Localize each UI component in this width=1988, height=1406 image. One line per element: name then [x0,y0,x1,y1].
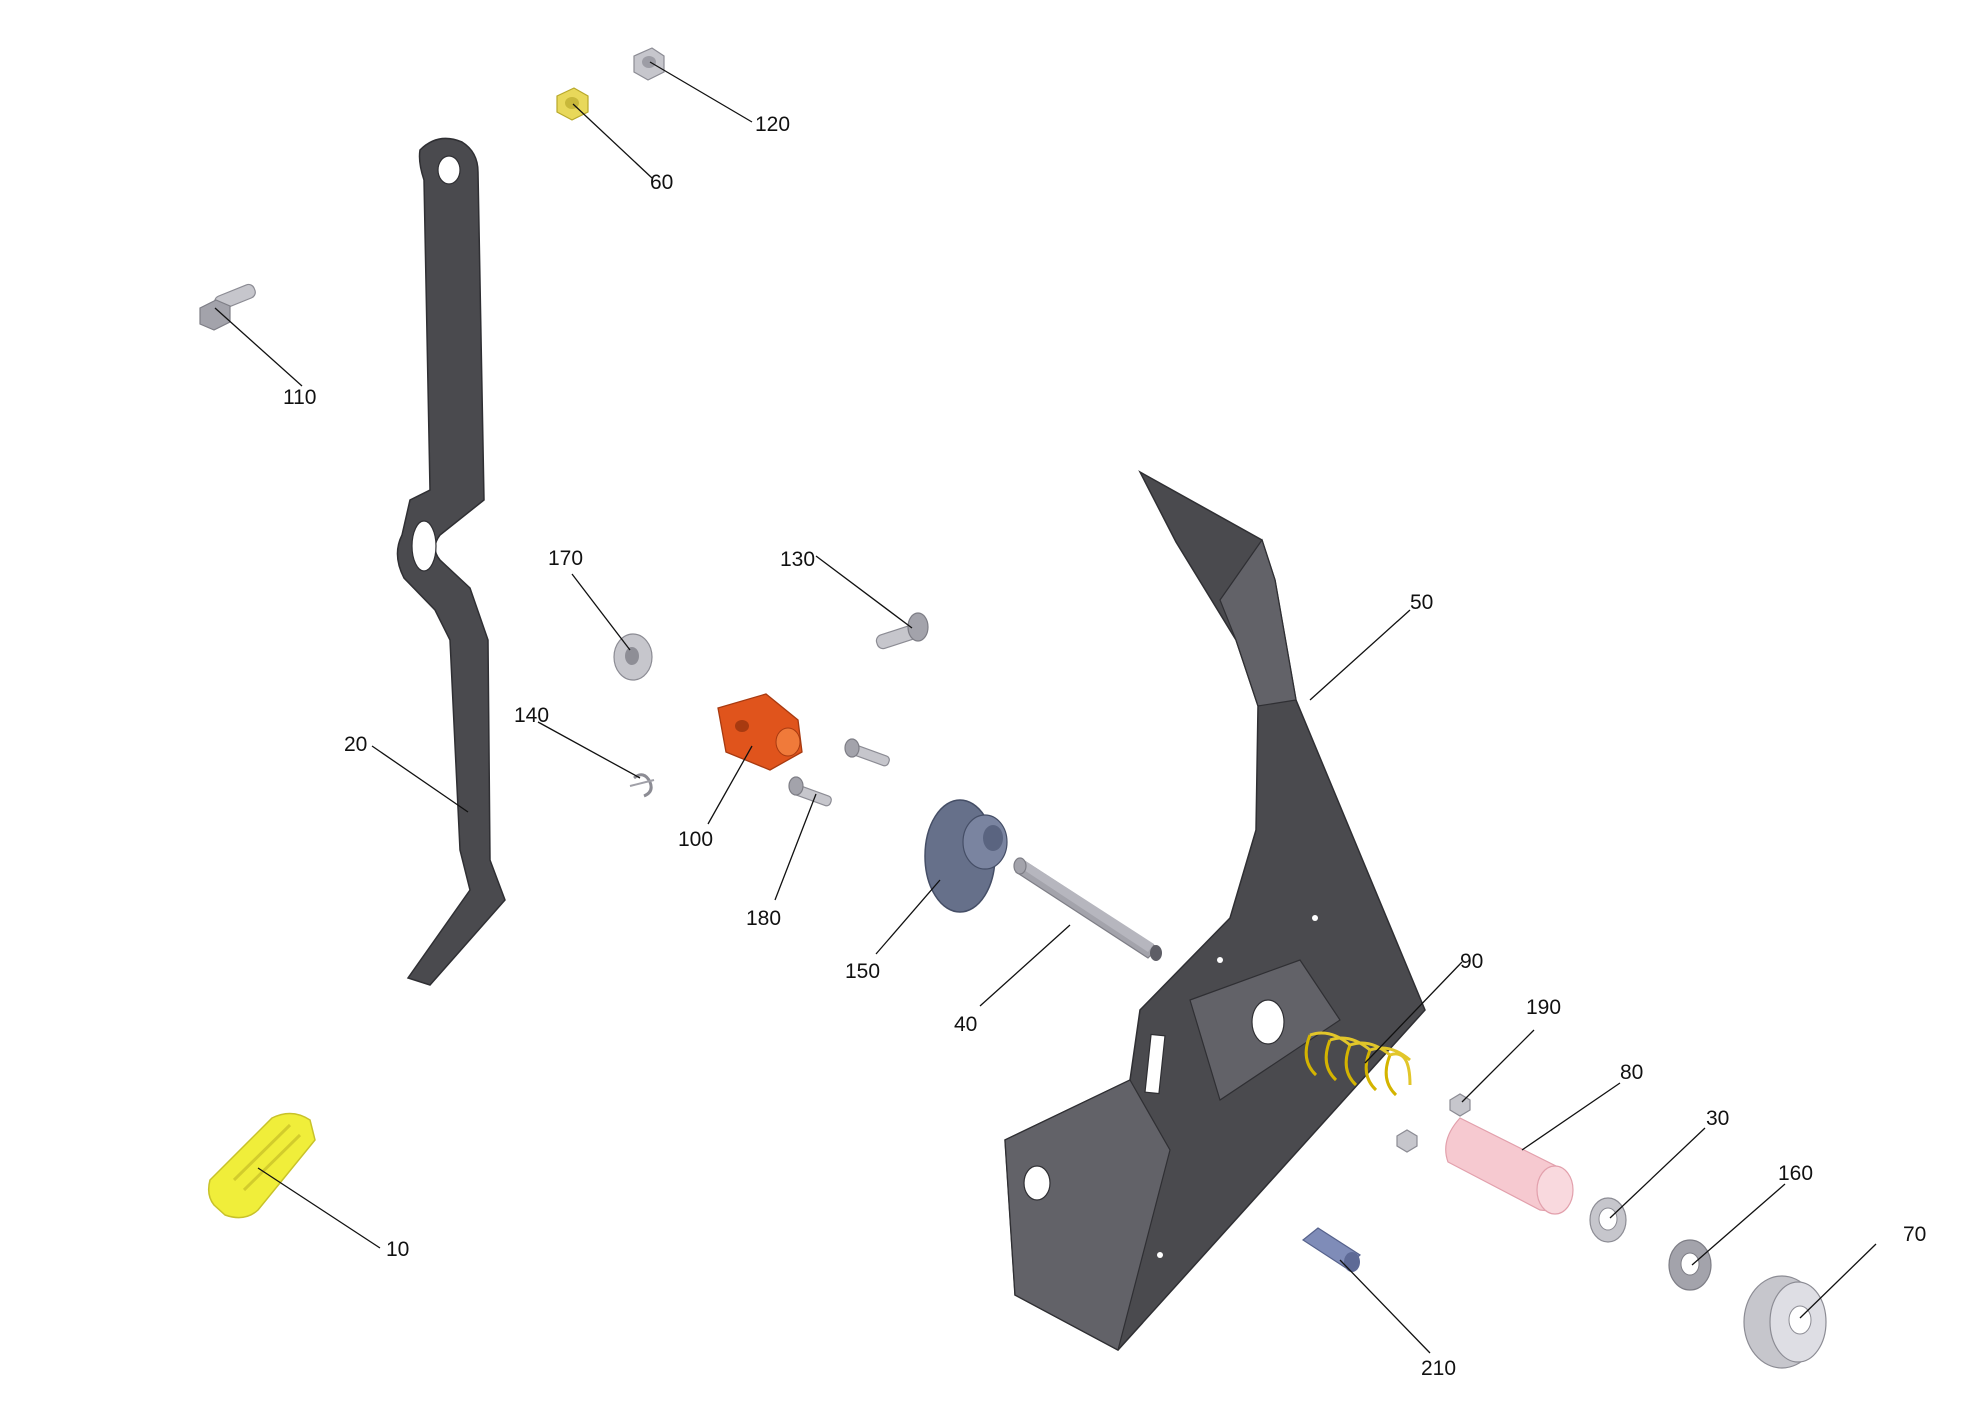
callout-60: 60 [650,171,673,194]
leader-180 [774,793,817,901]
part-130-bolt [875,612,929,650]
callout-80: 80 [1620,1061,1643,1084]
part-60-flange-nut [556,87,589,121]
callout-90: 90 [1460,950,1483,973]
callout-130: 130 [780,548,815,571]
callout-10: 10 [386,1238,409,1261]
callout-30: 30 [1706,1107,1729,1130]
leader-160 [1691,1183,1786,1266]
callout-labels: 120 60 110 170 130 50 140 20 100 180 150… [283,113,1926,1380]
leader-20 [371,745,469,813]
part-180-pin [788,776,832,807]
leader-lines [214,61,1877,1354]
part-170-bushing [613,633,653,681]
leader-100 [707,745,753,825]
callout-110: 110 [283,386,316,409]
part-50-frame [1004,470,1426,1351]
callout-140: 140 [514,704,549,727]
part-140-spring-clip [629,773,655,798]
leader-30 [1609,1127,1706,1219]
leader-170 [571,573,631,651]
part-110-bolt [199,283,256,331]
leader-150 [875,879,941,955]
leader-80 [1521,1082,1621,1151]
callout-180: 180 [746,907,781,930]
part-70-roller [1743,1275,1827,1369]
part-small-nut-lower [1396,1129,1418,1153]
part-150-flange-hub [924,799,1008,913]
callout-20: 20 [344,733,367,756]
part-40-shaft [1013,857,1162,961]
callout-170: 170 [548,547,583,570]
part-90-spring [1304,1031,1412,1097]
callout-210: 210 [1421,1357,1456,1380]
leader-50 [1309,609,1411,701]
callout-150: 150 [845,960,880,983]
callout-120: 120 [755,113,790,136]
callout-50: 50 [1410,591,1433,614]
leader-60 [572,103,653,179]
part-80-bushing [1445,1117,1574,1215]
part-100-clevis [717,693,803,771]
part-30-washer [1589,1197,1627,1243]
leader-40 [979,924,1071,1007]
callout-160: 160 [1778,1162,1813,1185]
part-10-pedal-pad [207,1112,316,1219]
leader-90 [1364,961,1463,1064]
part-120-nut [633,47,665,81]
part-pin-upper [844,738,890,767]
callout-190: 190 [1526,996,1561,1019]
leader-70 [1799,1243,1877,1319]
leader-130 [815,555,913,629]
part-210-sleeve [1301,1227,1361,1272]
leader-210 [1339,1259,1431,1354]
leader-120 [649,61,753,123]
leader-10 [257,1167,381,1249]
part-160-washer [1668,1239,1712,1291]
leader-140 [537,721,641,779]
part-20-pedal-arm [396,137,506,986]
callout-70: 70 [1903,1223,1926,1246]
callout-40: 40 [954,1013,977,1036]
leader-110 [214,307,303,387]
callout-100: 100 [678,828,713,851]
leader-190 [1461,1029,1535,1103]
